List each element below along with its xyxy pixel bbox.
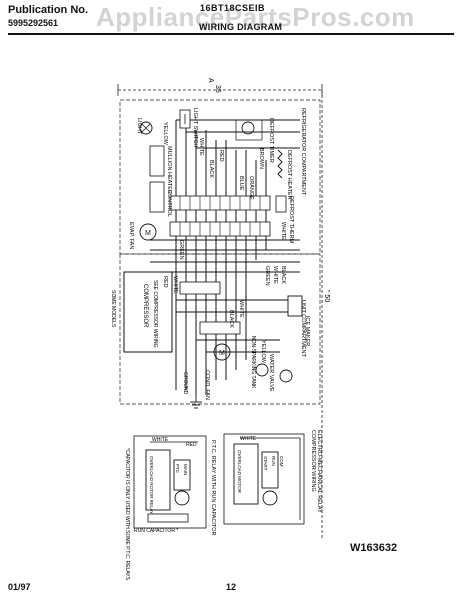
label-overload-motor: OVERLOAD MOTOR [237,450,242,494]
label-fz-control: CONTROL [166,190,172,217]
wire-label-orange: ORANGE [248,176,254,200]
wire-label-black-1: BLACK [208,160,214,178]
section-refrigerator: REFRIGERATOR COMPARTMENT [300,108,306,196]
label-light-switch: LIGHT SWITCH [192,108,198,147]
electro-mechanical-relay-diagram [223,433,305,525]
connector-pins [179,196,261,236]
evap-fan: M [139,223,157,241]
label-fz-heater: MULLION HEATER [166,146,172,194]
label-water-valve: WATER VALVE [268,354,274,392]
label-electro-relay: ELECTRO-MECHANICAL RELAY [316,430,322,513]
dimension-right: " 50 [323,290,330,302]
ptc-relay-diagram [133,435,207,529]
label-compressor-wiring: COMPRESSOR WIRING [310,430,316,492]
section-unit: UNIT COMPARTMENT [300,300,306,357]
light-switch [179,109,191,129]
wire-label-green-2: GREEN [264,266,270,286]
svg-text:M: M [145,230,151,237]
label-ptc-relay: P.T.C. RELAY WITH RUN CAPACITOR [210,440,216,535]
label-ground: GROUND [182,372,188,395]
label-run-capacitor: RUN CAPACITOR * [134,528,178,534]
dimension-left-mark: A [207,78,214,83]
label-main-terminal: MAIN [183,464,188,475]
compressor [123,271,173,353]
ground-icon [190,395,202,409]
cond-fan: M [213,343,231,361]
label-defrost-heater: DEFROST HEATER [286,150,292,200]
wire-label-white-1: WHITE [198,138,204,156]
label-white-emr: WHITE [240,436,257,442]
label-defrost-thermostat: DEFROST THERM [288,196,294,244]
dimension-top: 35 [214,85,221,93]
label-compressor: COMPRESSOR [142,284,148,328]
page-number: 12 [226,582,237,592]
page-title: WIRING DIAGRAM [199,22,283,32]
svg-text:M: M [219,350,225,357]
fz-control [149,145,165,213]
unit-compartment-box [119,253,321,405]
defrost-timer [235,119,263,141]
wire-label-black-2: BLACK [280,266,286,284]
model-number: 16BT18CSEIB [200,3,266,13]
label-ptc-note: *CAPACITOR IS ONLY USED WITH SOME P.T.C.… [124,448,130,581]
ice-maker [287,295,303,317]
label-some-models: SOME MODELS [110,290,116,328]
water-valve [255,363,293,383]
wire-label-yellow-2: YELLOW [260,340,266,364]
label-red-ptc: RED [186,442,197,448]
label-cond-fan: COND. FAN [204,370,210,400]
label-white-ptc: WHITE [152,437,169,443]
dimension-lines [117,84,323,540]
connector-blocks [169,195,271,335]
defrost-thermostat [275,195,287,213]
publication-label: Publication No. [8,4,89,16]
label-run-emr: RUN [271,456,276,466]
wire-label-red-1: RED [218,150,224,162]
wire-label-white-5: WHITE [238,300,244,318]
label-non-sparking: NON-SPARKING TANK [250,336,256,389]
label-see-compressor-wiring: SEE COMPRESSOR WIRING [152,280,158,348]
wire-label-blue: BLUE [238,176,244,191]
label-evap-fan: EVAP. FAN [128,222,134,249]
label-ice-maker: ICE MAKER [304,316,310,346]
label-ptc-terminal: PTC [175,464,180,474]
label-overload-rotor: OVERLOAD ROTOR RELAY [149,456,154,514]
label-start-emr: START [263,456,268,471]
footer-date: 01/97 [8,582,31,592]
label-light: LIGHT [136,118,142,135]
label-common-emr: COM [279,456,284,467]
wire-label-white-2: WHITE [280,222,286,240]
wire-label-brown: BROWN [258,148,264,169]
defrost-heater [277,149,283,179]
watermark: AppliancePartsPros.com [96,2,415,32]
wire-label-green-1: GREEN [178,240,184,260]
publication-number: 5995292561 [8,18,59,28]
cabinet-light [139,121,153,135]
label-defrost-timer: DEFROST TIMER [268,118,274,163]
wire-label-white-4: WHITE [172,276,178,294]
wire-label-red-2: RED [162,276,168,288]
diagram-id: W163632 [350,542,398,554]
header-rule [8,33,454,35]
wire-label-yellow: YELLOW [162,122,168,146]
wire-label-white-3: WHITE [272,266,278,284]
wire-label-black-3: BLACK [228,310,234,328]
